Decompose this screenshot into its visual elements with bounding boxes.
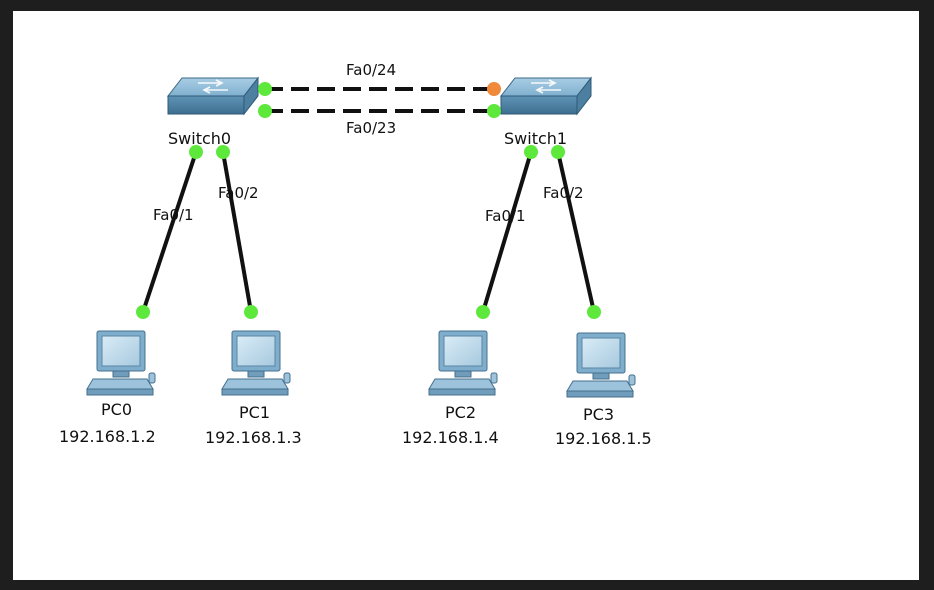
pc-icon[interactable] <box>428 330 498 396</box>
pc-2[interactable]: PC2 192.168.1.4 <box>402 330 499 447</box>
port-labels: Fa0/24 Fa0/23 Fa0/1 Fa0/2 Fa0/1 Fa0/2 <box>153 61 584 225</box>
pc-icon[interactable] <box>566 332 636 398</box>
port-light-pc2 <box>476 305 490 319</box>
switch-1-label: Switch1 <box>504 129 567 148</box>
access-links <box>141 151 596 313</box>
trunk-links <box>265 87 494 113</box>
trunk-port-label: Fa0/24 <box>346 61 396 79</box>
link-pc1[interactable] <box>221 151 253 313</box>
pc-2-ip: 192.168.1.4 <box>402 428 499 447</box>
pc-0-name: PC0 <box>101 400 132 419</box>
port-light-sw0-fa023 <box>258 104 272 118</box>
port-light-sw0-fa01 <box>189 145 203 159</box>
port-light-sw0-fa024 <box>258 82 272 96</box>
pc-1-ip: 192.168.1.3 <box>205 428 302 447</box>
pc-3-ip: 192.168.1.5 <box>555 429 652 448</box>
pc-0[interactable]: PC0 192.168.1.2 <box>59 330 156 446</box>
pc3-port-label: Fa0/2 <box>543 184 584 202</box>
port-light-sw1-fa01 <box>524 145 538 159</box>
pc-1[interactable]: PC1 192.168.1.3 <box>205 330 302 447</box>
port-light-sw1-fa024 <box>487 82 501 96</box>
pc-icon[interactable] <box>86 330 156 396</box>
port-light-pc3 <box>587 305 601 319</box>
network-diagram: Switch0 Switch1 Fa0/24 Fa0/23 Fa0/1 Fa0/… <box>59 61 652 448</box>
switch-0[interactable]: Switch0 <box>167 77 259 148</box>
pc-3-name: PC3 <box>583 405 614 424</box>
switch-0-label: Switch0 <box>168 129 231 148</box>
port-light-sw1-fa02 <box>551 145 565 159</box>
link-pc2[interactable] <box>481 151 533 313</box>
port-status-lights <box>136 82 601 319</box>
pc0-port-label: Fa0/1 <box>153 206 194 224</box>
pc-0-ip: 192.168.1.2 <box>59 427 156 446</box>
pc1-port-label: Fa0/2 <box>218 184 259 202</box>
topology-canvas: Switch0 Switch1 Fa0/24 Fa0/23 Fa0/1 Fa0/… <box>13 11 919 580</box>
port-light-pc1 <box>244 305 258 319</box>
port-light-sw0-fa02 <box>216 145 230 159</box>
switch-icon[interactable] <box>167 77 259 115</box>
pc-3[interactable]: PC3 192.168.1.5 <box>555 332 652 448</box>
pc-icon[interactable] <box>221 330 291 396</box>
port-light-sw1-fa023 <box>487 104 501 118</box>
pc-1-name: PC1 <box>239 403 270 422</box>
switch-icon[interactable] <box>500 77 592 115</box>
pc2-port-label: Fa0/1 <box>485 207 526 225</box>
switch-1[interactable]: Switch1 <box>500 77 592 148</box>
pc-2-name: PC2 <box>445 403 476 422</box>
link-pc0[interactable] <box>141 151 198 313</box>
port-light-pc0 <box>136 305 150 319</box>
link-pc3[interactable] <box>556 151 596 313</box>
trunk-port-label: Fa0/23 <box>346 119 396 137</box>
